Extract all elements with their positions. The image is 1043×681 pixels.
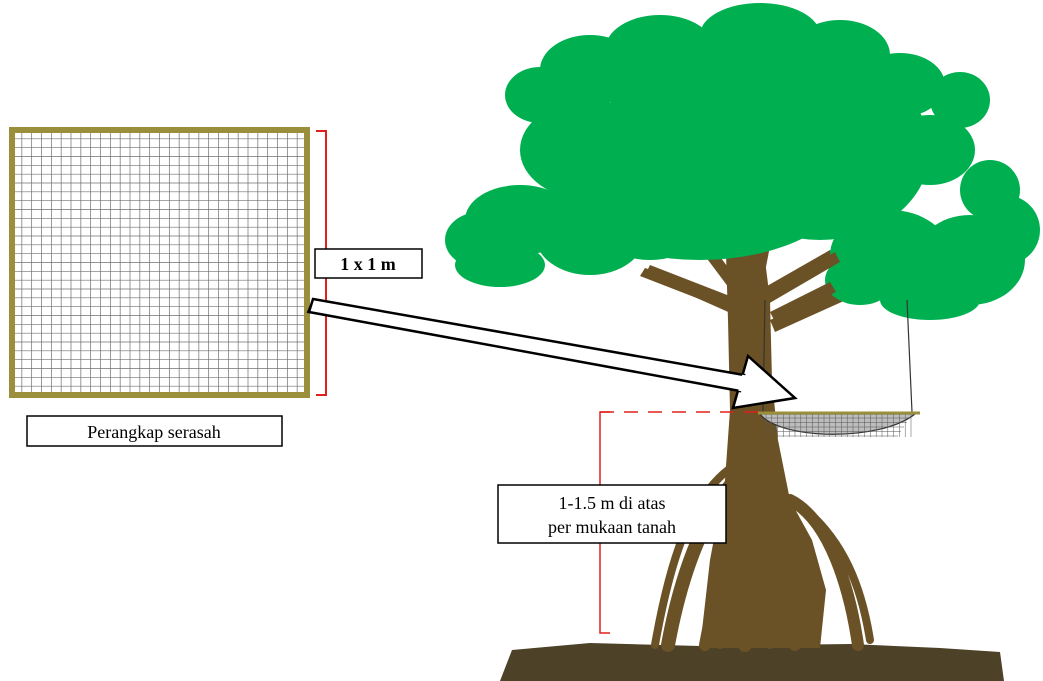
arrow-shaft (307, 297, 746, 393)
hanging-trap (758, 299, 920, 437)
litter-trap-grid-icon (9, 127, 310, 398)
tree-roots (651, 466, 874, 652)
height-label-line1: 1-1.5 m di atas (559, 493, 666, 513)
height-label-box: 1-1.5 m di atas per mukaan tanah (497, 484, 727, 544)
trap-caption: Perangkap serasah (87, 422, 220, 442)
tree-branches (640, 252, 840, 322)
ground (500, 643, 1004, 681)
size-label: 1 x 1 m (340, 254, 396, 274)
trap-caption-box: Perangkap serasah (26, 415, 283, 447)
size-label-box: 1 x 1 m (314, 248, 423, 279)
tree-crown (445, 3, 1040, 320)
trap-frame (9, 127, 310, 398)
height-label-line2: per mukaan tanah (548, 517, 676, 537)
